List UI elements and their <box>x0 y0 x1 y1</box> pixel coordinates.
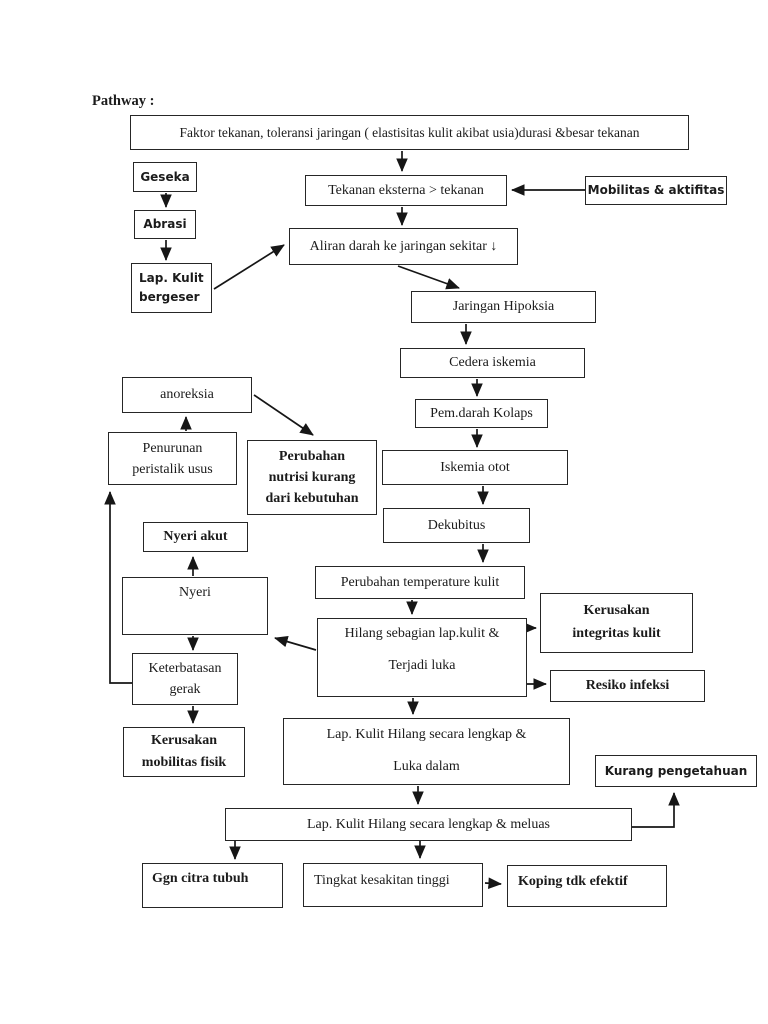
box-lap-kulit-meluas: Lap. Kulit Hilang secara lengkap & melua… <box>225 808 632 841</box>
box-nyeri: Nyeri <box>122 577 268 635</box>
box-pem-darah-kolaps: Pem.darah Kolaps <box>415 399 548 428</box>
box-ggn-citra-tubuh: Ggn citra tubuh <box>142 863 283 908</box>
box-resiko-infeksi: Resiko infeksi <box>550 670 705 702</box>
box-kerusakan-integritas: Kerusakan integritas kulit <box>540 593 693 653</box>
box-nyeri-akut: Nyeri akut <box>143 522 248 552</box>
box-geseka: Geseka <box>133 162 197 192</box>
box-tingkat-kesakitan: Tingkat kesakitan tinggi <box>303 863 483 907</box>
box-lap-kulit-lengkap: Lap. Kulit Hilang secara lengkap & Luka … <box>283 718 570 785</box>
box-keterbatasan-gerak: Keterbatasan gerak <box>132 653 238 705</box>
box-tekanan-eksterna: Tekanan eksterna > tekanan <box>305 175 507 206</box>
box-dekubitus: Dekubitus <box>383 508 530 543</box>
box-kerusakan-mobilitas: Kerusakan mobilitas fisik <box>123 727 245 777</box>
box-iskemia-otot: Iskemia otot <box>382 450 568 485</box>
box-perubahan-temperature: Perubahan temperature kulit <box>315 566 525 599</box>
box-lap-kulit-bergeser: Lap. Kulit bergeser <box>131 263 212 313</box>
page-title: Pathway : <box>92 93 155 109</box>
box-jaringan-hipoksia: Jaringan Hipoksia <box>411 291 596 323</box>
box-mobilitas-aktifitas: Mobilitas & aktifitas <box>585 176 727 205</box>
box-koping-tdk-efektif: Koping tdk efektif <box>507 865 667 907</box>
box-faktor-tekanan: Faktor tekanan, toleransi jaringan ( ela… <box>130 115 689 150</box>
box-kurang-pengetahuan: Kurang pengetahuan <box>595 755 757 787</box>
box-anoreksia: anoreksia <box>122 377 252 413</box>
box-cedera-iskemia: Cedera iskemia <box>400 348 585 378</box>
box-abrasi: Abrasi <box>134 210 196 239</box>
box-hilang-sebagian: Hilang sebagian lap.kulit & Terjadi luka <box>317 618 527 697</box>
box-penurunan-peristalik: Penurunan peristalik usus <box>108 432 237 485</box>
box-aliran-darah: Aliran darah ke jaringan sekitar ↓ <box>289 228 518 265</box>
box-perubahan-nutrisi: Perubahan nutrisi kurang dari kebutuhan <box>247 440 377 515</box>
